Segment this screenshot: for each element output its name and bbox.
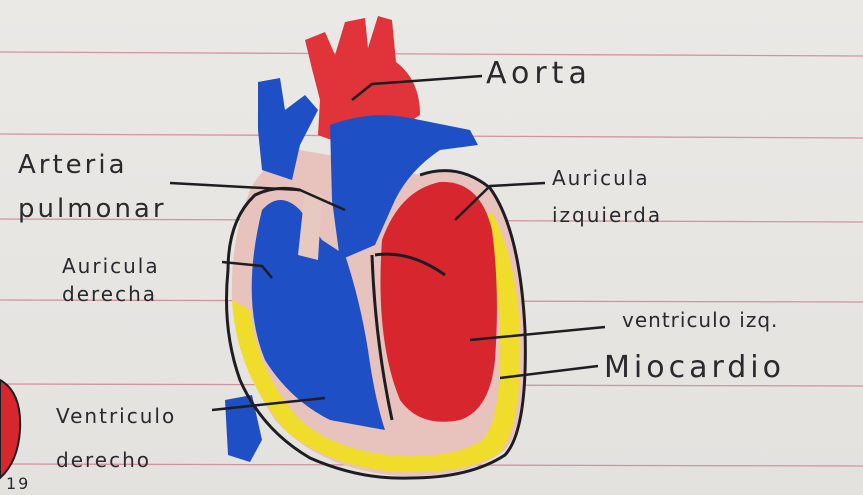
left-heart-chambers [380, 182, 496, 422]
partial-drawing-left [0, 380, 20, 478]
label-auricula-derecha-line1: Auricula [62, 254, 160, 278]
label-arteria-pulmonar-line1: Arteria [18, 150, 128, 180]
label-auricula-izquierda-line1: Auricula [552, 166, 650, 190]
label-ventriculo-derecho-line2: derecho [56, 448, 151, 472]
page-number: 19 [6, 474, 30, 493]
label-arteria-pulmonar-line2: pulmonar [18, 194, 167, 224]
label-ventriculo-izq: ventriculo izq. [622, 308, 778, 332]
label-aorta: Aorta [486, 56, 592, 91]
label-miocardio: Miocardio [604, 350, 785, 385]
label-auricula-izquierda-line2: izquierda [552, 203, 662, 227]
rule-line [0, 52, 863, 56]
label-ventriculo-derecho-line1: Ventriculo [56, 404, 176, 428]
label-auricula-derecha-line2: derecha [62, 282, 157, 306]
